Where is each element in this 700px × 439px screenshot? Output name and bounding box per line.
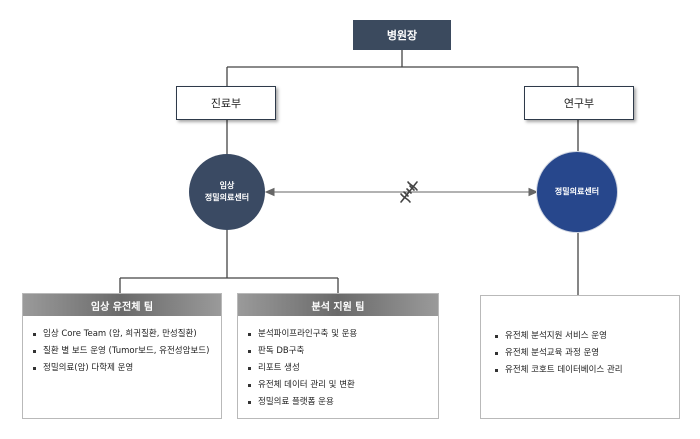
list-item: 임상 Core Team (암, 희귀질환, 만성질환): [33, 326, 221, 343]
list-item: 유전체 코호트 데이터베이스 관리: [495, 362, 679, 379]
clinical-precision-medicine-center: 임상 정밀의료센터: [189, 154, 265, 230]
analysis-support-team-list: 분석파이프라인구축 및 운용 판독 DB구축 리포트 생성 유전체 데이터 관리…: [238, 316, 438, 411]
clinical-genomics-team-box: 임상 유전체 팀 임상 Core Team (암, 희귀질환, 만성질환) 질환…: [22, 293, 222, 419]
dna-icon: [400, 181, 418, 203]
clinical-genomics-team-list: 임상 Core Team (암, 희귀질환, 만성질환) 질환 별 보드 운영 …: [23, 316, 221, 377]
hospital-director-box: 병원장: [353, 20, 451, 50]
research-department-label: 연구부: [563, 97, 595, 110]
hospital-director-label: 병원장: [386, 29, 418, 42]
list-item: 리포트 생성: [248, 360, 438, 377]
research-precision-medicine-center: 정밀의료센터: [537, 152, 617, 232]
research-center-tasks-box: 유전체 분석지원 서비스 운영 유전체 분석교육 과정 운영 유전체 코호트 데…: [480, 295, 680, 419]
analysis-support-team-title: 분석 지원 팀: [238, 294, 438, 316]
research-center-label: 정밀의료센터: [554, 187, 600, 197]
list-item: 분석파이프라인구축 및 운용: [248, 326, 438, 343]
list-item: 질환 별 보드 운영 (Tumor보드, 유전성암보드): [33, 343, 221, 360]
list-item: 유전체 분석교육 과정 운영: [495, 345, 679, 362]
clinical-center-line2: 정밀의료센터: [204, 193, 250, 202]
clinical-center-line1: 임상: [219, 181, 235, 191]
analysis-support-team-box: 분석 지원 팀 분석파이프라인구축 및 운용 판독 DB구축 리포트 생성 유전…: [237, 293, 439, 419]
list-item: 유전체 분석지원 서비스 운영: [495, 328, 679, 345]
clinical-department-box: 진료부: [176, 86, 276, 120]
clinical-genomics-team-title: 임상 유전체 팀: [23, 294, 221, 316]
clinical-department-label: 진료부: [210, 97, 242, 110]
research-department-box: 연구부: [524, 86, 634, 120]
list-item: 유전체 데이터 관리 및 변환: [248, 377, 438, 394]
list-item: 정밀의료(암) 다학제 운영: [33, 360, 221, 377]
list-item: 판독 DB구축: [248, 343, 438, 360]
research-center-task-list: 유전체 분석지원 서비스 운영 유전체 분석교육 과정 운영 유전체 코호트 데…: [481, 296, 679, 379]
list-item: 정밀의료 플랫폼 운용: [248, 394, 438, 411]
